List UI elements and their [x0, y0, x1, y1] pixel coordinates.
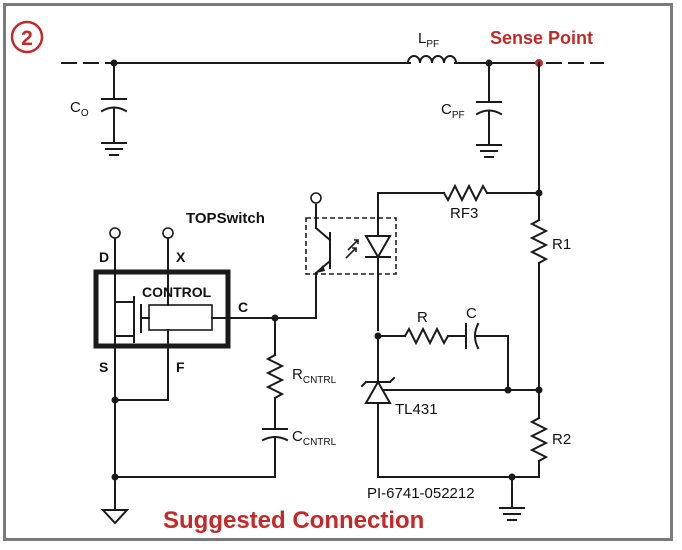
caption: Suggested Connection [163, 507, 424, 534]
outer-frame [3, 3, 673, 541]
right-rail [377, 62, 549, 521]
capacitor-cpf [475, 62, 503, 158]
lpf-label: LPF [418, 30, 439, 50]
part-number: PI-6741-052212 [367, 485, 475, 502]
control-label: CONTROL [142, 284, 212, 300]
top-rail [61, 59, 604, 67]
optocoupler [274, 192, 397, 331]
inductor-lpf [406, 55, 458, 65]
pin-f-label: F [176, 359, 185, 375]
pin-s-label: S [99, 359, 108, 375]
tl431-regulator [360, 335, 396, 478]
resistor-rcntrl [265, 317, 285, 429]
cpf-label: CPF [441, 101, 465, 121]
pin-d-label: D [99, 249, 109, 265]
rcntrl-label: RCNTRL [292, 366, 337, 386]
r2-label: R2 [552, 431, 571, 448]
ccntrl-label: CCNTRL [292, 428, 337, 448]
c-label: C [466, 305, 477, 322]
step-badge-number: 2 [21, 27, 33, 50]
capacitor-ccntrl [261, 428, 289, 447]
r1-label: R1 [552, 236, 571, 253]
compensation-network [374, 322, 540, 394]
pin-c-label: C [238, 299, 248, 315]
rf3-label: RF3 [450, 205, 478, 222]
topswitch-ic [93, 227, 279, 404]
tl431-label: TL431 [395, 401, 438, 418]
resistor-rf3 [377, 183, 540, 236]
pin-x-label: X [176, 249, 186, 265]
capacitor-co [100, 62, 128, 156]
left-ground [100, 399, 276, 525]
co-label: CO [70, 99, 89, 119]
sense-point-label: Sense Point [490, 28, 593, 48]
topswitch-label: TOPSwitch [186, 210, 265, 227]
step-badge: 2 [10, 20, 44, 54]
r-label: R [417, 309, 428, 326]
